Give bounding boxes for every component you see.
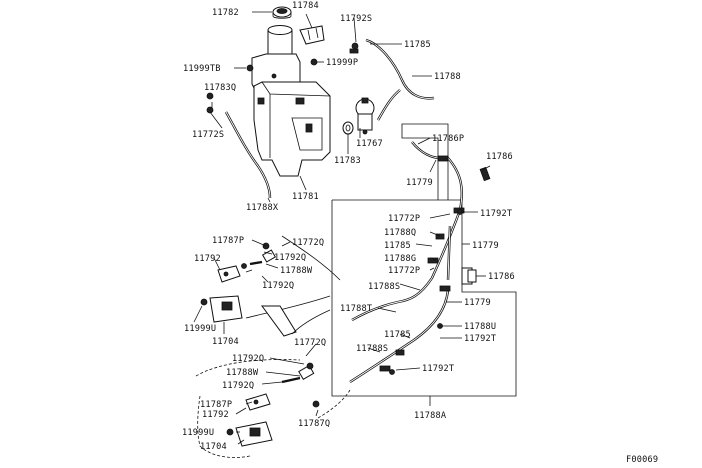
label-11779-c: 11779 <box>464 298 491 308</box>
label-11704-a: 11704 <box>212 337 239 347</box>
label-11788-top: 11788 <box>434 72 461 82</box>
label-11792-a: 11792 <box>194 254 221 264</box>
label-11792Q-b: 11792Q <box>262 281 294 291</box>
label-11786-a: 11786 <box>486 152 513 162</box>
label-11785-low: 11785 <box>384 330 411 340</box>
label-11792S: 11792S <box>340 14 372 24</box>
label-11787Q: 11787Q <box>298 419 330 429</box>
label-11783Q: 11783Q <box>204 83 236 93</box>
label-11785-top: 11785 <box>404 40 431 50</box>
label-11788S-a: 11788S <box>368 282 400 292</box>
nozzle-assembly-upper <box>200 242 277 323</box>
label-11999P: 11999P <box>326 58 358 68</box>
label-11779-b: 11779 <box>472 241 499 251</box>
label-11788S-b: 11788S <box>356 344 388 354</box>
part-labels: 11782 11784 11792S 11785 11788 11999TB 1… <box>182 1 658 465</box>
label-11772S: 11772S <box>192 130 224 140</box>
label-11792Q-c: 11792Q <box>232 354 264 364</box>
label-11772Q-a: 11772Q <box>292 238 324 248</box>
label-11792T-a: 11792T <box>480 209 512 219</box>
label-11787P-a: 11787P <box>212 236 244 246</box>
label-11783: 11783 <box>334 156 361 166</box>
body-outline <box>195 359 351 458</box>
label-11772Q-b: 11772Q <box>294 338 326 348</box>
label-11999U-a: 11999U <box>184 324 216 334</box>
label-11785-mid: 11785 <box>384 241 411 251</box>
label-11781: 11781 <box>292 192 319 202</box>
tank-fasteners <box>206 42 359 114</box>
label-11772P-b: 11772P <box>388 266 420 276</box>
label-11792Q-a: 11792Q <box>274 253 306 263</box>
label-11792Q-d: 11792Q <box>222 381 254 391</box>
label-11787P-b: 11787P <box>200 400 232 410</box>
tank-cap <box>272 6 292 19</box>
connecting-hoses <box>245 235 341 337</box>
label-11788G: 11788G <box>384 254 416 264</box>
label-11788A: 11788A <box>414 411 447 421</box>
label-11999U-b: 11999U <box>182 428 214 438</box>
label-11779-a: 11779 <box>406 178 433 188</box>
label-11999TB: 11999TB <box>183 64 221 74</box>
hose-11788 <box>365 38 435 121</box>
label-11788W-a: 11788W <box>280 266 313 276</box>
label-11784: 11784 <box>292 1 319 11</box>
label-11786P: 11786P <box>432 134 464 144</box>
tank-bracket <box>299 25 325 45</box>
clip-11786-upper <box>479 166 491 182</box>
label-11792T-b: 11792T <box>464 334 496 344</box>
label-11788Q-a: 11788Q <box>384 228 416 238</box>
label-11788T: 11788T <box>340 304 372 314</box>
hose-11788X <box>224 111 272 199</box>
label-11788U: 11788U <box>464 322 496 332</box>
clip-11786-lower <box>461 267 477 285</box>
nozzle-assembly-lower <box>226 362 320 447</box>
label-11786-b: 11786 <box>488 272 515 282</box>
label-11792-b: 11792 <box>202 410 229 420</box>
figure-code: F00069 <box>626 455 658 465</box>
washer-tank <box>251 25 331 177</box>
label-11788X: 11788X <box>246 203 279 213</box>
pump-grommet <box>342 121 354 135</box>
label-11772P-a: 11772P <box>388 214 420 224</box>
hose-assembly-11788A <box>349 141 465 384</box>
washer-pump <box>355 97 375 135</box>
label-11704-b: 11704 <box>200 442 227 452</box>
label-11782: 11782 <box>212 8 239 18</box>
label-11788W-b: 11788W <box>226 368 259 378</box>
label-11792T-c: 11792T <box>422 364 454 374</box>
label-11767: 11767 <box>356 139 383 149</box>
leader-lines <box>193 11 491 445</box>
